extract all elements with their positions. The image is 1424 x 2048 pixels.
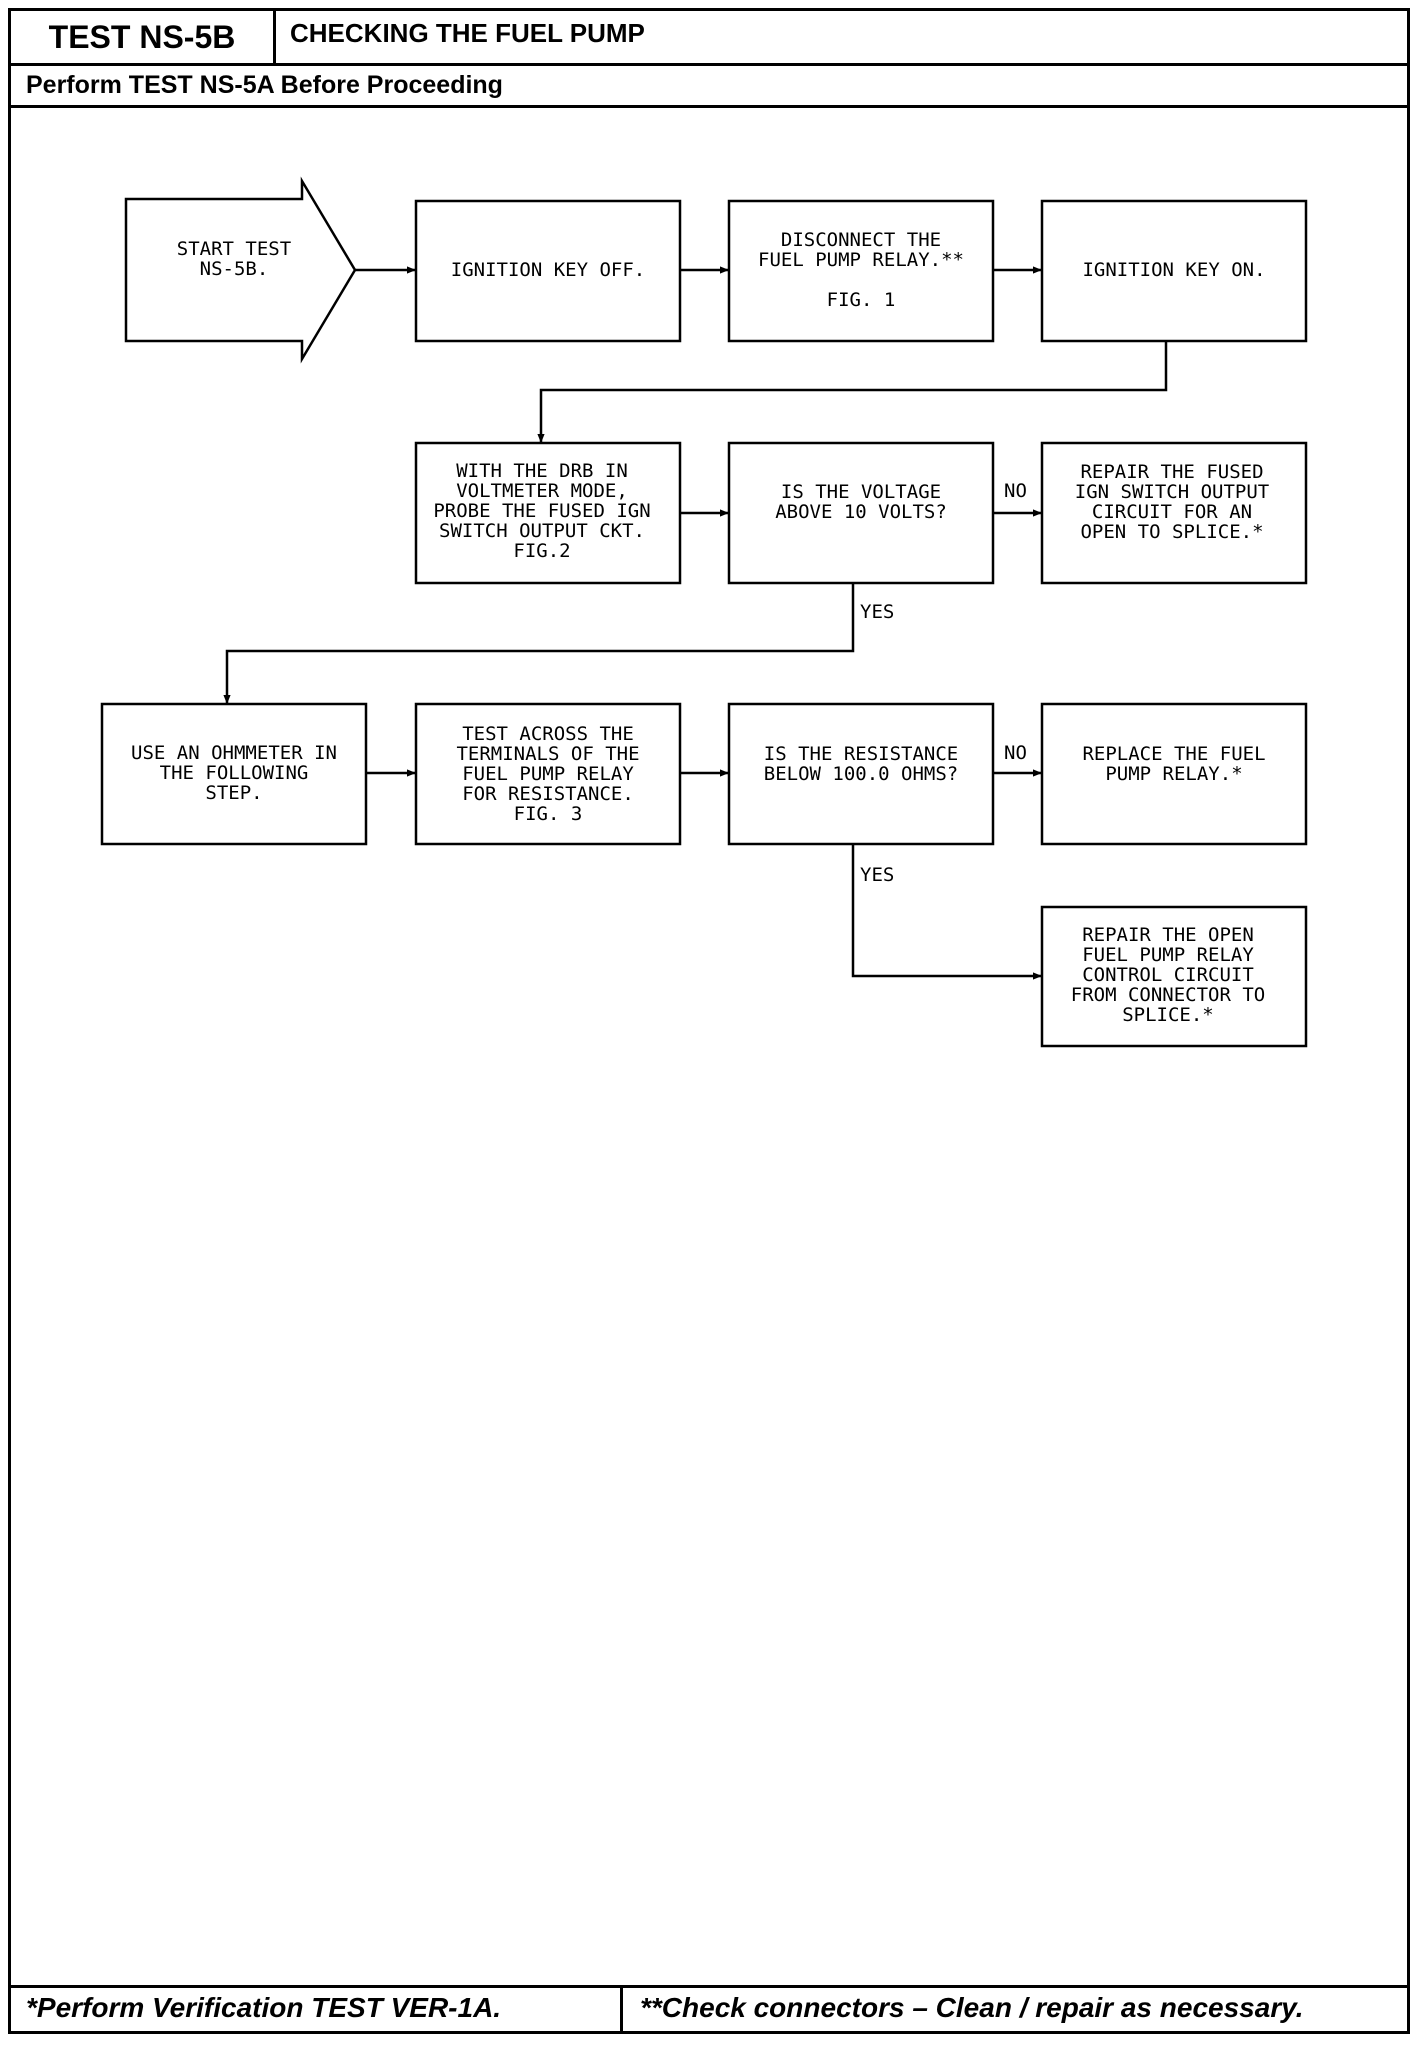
footer-column-divider — [620, 1985, 623, 2031]
box-text-line: THE FOLLOWING — [160, 762, 309, 784]
box-text-line: ABOVE 10 VOLTS? — [775, 501, 947, 523]
page-title: CHECKING THE FUEL PUMP — [290, 18, 645, 48]
ignition-on-box — [1040, 199, 1308, 343]
box-text-line: TEST ACROSS THE — [462, 723, 634, 745]
repair-switch-output-box — [1040, 441, 1308, 585]
connector-ignition-on-to-probe — [537, 341, 1168, 443]
box-text-line: OPEN TO SPLICE.* — [1080, 521, 1263, 543]
probe-circuit-box — [414, 441, 682, 585]
box-text-line: FUEL PUMP RELAY — [1082, 944, 1254, 966]
box-text-line: FIG.2 — [513, 540, 570, 562]
box-text-line: NS-5B. — [200, 258, 269, 280]
replace-relay-box — [1040, 702, 1308, 846]
box-text-line: BELOW 100.0 OHMS? — [764, 763, 958, 785]
box-text-line: FUEL PUMP RELAY.** — [758, 249, 964, 271]
voltage-no-label: NO — [1004, 480, 1027, 502]
disconnect-relay-box — [727, 199, 995, 343]
box-text-line: REPAIR THE FUSED — [1080, 461, 1263, 483]
test-id: TEST NS-5B — [11, 11, 276, 64]
start-arrow-shape — [124, 176, 357, 364]
footer-divider — [11, 1985, 1407, 1988]
box-text-line: CIRCUIT FOR AN — [1092, 501, 1252, 523]
box-text-line: IS THE VOLTAGE — [781, 481, 941, 503]
box-text-line: FOR RESISTANCE. — [462, 783, 634, 805]
box-text-line: REPAIR THE OPEN — [1082, 924, 1254, 946]
footnote-double-asterisk: **Check connectors – Clean / repair as n… — [640, 1992, 1304, 2023]
header-divider — [11, 63, 1407, 66]
voltage-yes-label: YES — [860, 601, 894, 623]
prerequisite-note: Perform TEST NS-5A Before Proceeding — [26, 71, 503, 99]
header-divider-bottom — [11, 105, 1407, 108]
box-text-line: USE AN OHMMETER IN — [131, 742, 337, 764]
box-text-line: STEP. — [205, 782, 262, 804]
ignition-on-text: IGNITION KEY ON. — [1082, 259, 1265, 281]
box-text-line: PROBE THE FUSED IGN — [433, 500, 650, 522]
box-text-line: SWITCH OUTPUT CKT. — [439, 520, 645, 542]
ignition-off-box — [414, 199, 682, 343]
box-text-line: FUEL PUMP RELAY — [462, 763, 634, 785]
box-text-line: FROM CONNECTOR TO — [1071, 984, 1265, 1006]
box-text-line: FIG. 1 — [827, 289, 896, 311]
box-text-line: IGN SWITCH OUTPUT — [1075, 481, 1269, 503]
use-ohmmeter-box — [100, 702, 368, 846]
box-text-line: WITH THE DRB IN — [456, 460, 628, 482]
box-text-line: SPLICE.* — [1122, 1004, 1214, 1026]
box-text-line: REPLACE THE FUEL — [1082, 743, 1265, 765]
box-text-line: IS THE RESISTANCE — [764, 743, 958, 765]
box-text-line: TERMINALS OF THE — [456, 743, 639, 765]
connector-voltage-yes — [223, 583, 855, 704]
resistance-yes-label: YES — [860, 864, 894, 886]
box-text-line: PUMP RELAY.* — [1105, 763, 1242, 785]
connector-resistance-yes — [851, 844, 1042, 980]
ignition-off-text: IGNITION KEY OFF. — [451, 259, 645, 281]
repair-control-circuit-box — [1040, 905, 1308, 1048]
box-text-line: START TEST — [177, 238, 291, 260]
footnote-single-asterisk: *Perform Verification TEST VER-1A. — [26, 1992, 502, 2023]
box-text-line: IGNITION KEY OFF. — [451, 259, 645, 281]
resistance-no-label: NO — [1004, 742, 1027, 764]
box-text-line: IGNITION KEY ON. — [1082, 259, 1265, 281]
box-text-line: DISCONNECT THE — [781, 229, 941, 251]
page-frame — [8, 8, 1410, 2034]
box-text-line: VOLTMETER MODE, — [456, 480, 628, 502]
resistance-check-box — [727, 702, 995, 846]
box-text-line: FIG. 3 — [514, 803, 583, 825]
box-text-line: CONTROL CIRCUIT — [1082, 964, 1254, 986]
